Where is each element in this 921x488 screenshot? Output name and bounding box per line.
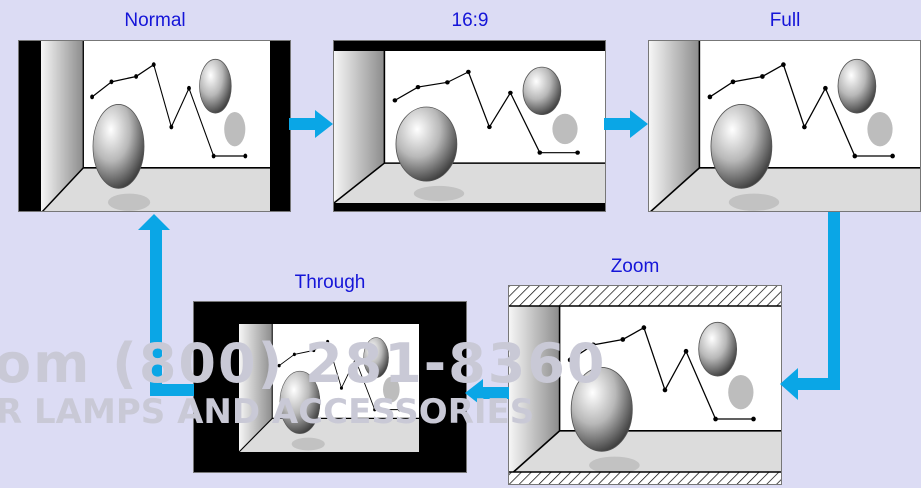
panel-16-9 [333, 40, 606, 212]
through-scene [194, 302, 467, 473]
arrow-full-to-zoom [776, 210, 846, 410]
label-zoom: Zoom [555, 256, 715, 278]
full-scene [649, 41, 921, 212]
panel-full [648, 40, 921, 212]
arrow-through-to-normal [136, 212, 198, 402]
label-through: Through [250, 272, 410, 294]
arrow-zoom-to-through [465, 377, 511, 409]
label-16-9: 16:9 [390, 10, 550, 32]
zoom-scene [509, 286, 782, 485]
panel-zoom [508, 285, 782, 485]
wide-scene [334, 41, 606, 212]
arrow-16-9-to-full [604, 108, 650, 140]
arrow-normal-to-16-9 [289, 108, 335, 140]
panel-through [193, 301, 467, 473]
label-full: Full [705, 10, 865, 32]
label-normal: Normal [75, 10, 235, 32]
normal-scene [19, 41, 291, 212]
panel-normal [18, 40, 291, 212]
